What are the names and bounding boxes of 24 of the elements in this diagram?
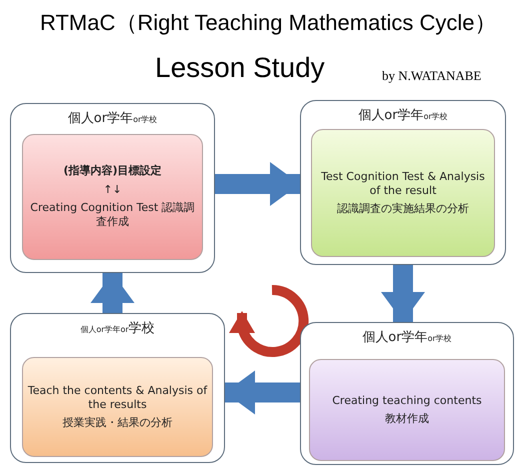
- subtitle: Lesson Study: [155, 52, 325, 84]
- block-arrow: [381, 265, 425, 322]
- step-text: Test Cognition Test & Analysis of the result: [320, 170, 486, 198]
- step-text: 教材作成: [384, 412, 430, 426]
- block-arrow: [215, 162, 300, 206]
- diagram-title: RTMaC（Right Teaching Mathematics Cycle）: [40, 9, 496, 37]
- step-text: Creating Cognition Test 認識調査作成: [29, 201, 196, 230]
- step-text: Teach the contents & Analysis of the results: [27, 384, 208, 412]
- step-text: 授業実践・結果の分析: [62, 416, 174, 430]
- group-box: [10, 313, 225, 463]
- group-box: [10, 103, 215, 273]
- step-box: [22, 357, 213, 457]
- block-arrow: [225, 370, 300, 414]
- step-text: ↑↓: [102, 182, 123, 197]
- step-text: (指導内容)目標設定: [62, 164, 163, 179]
- step-box: [311, 129, 495, 257]
- block-arrow: [90, 273, 134, 313]
- step-box: [22, 134, 203, 260]
- author-credit: by N.WATANABE: [382, 68, 482, 84]
- step-text: Creating teaching contents: [331, 394, 483, 408]
- step-box: [309, 359, 505, 461]
- group-box: [300, 100, 506, 265]
- group-box: [300, 322, 514, 465]
- step-text: 認識調査の実施結果の分析: [336, 202, 470, 216]
